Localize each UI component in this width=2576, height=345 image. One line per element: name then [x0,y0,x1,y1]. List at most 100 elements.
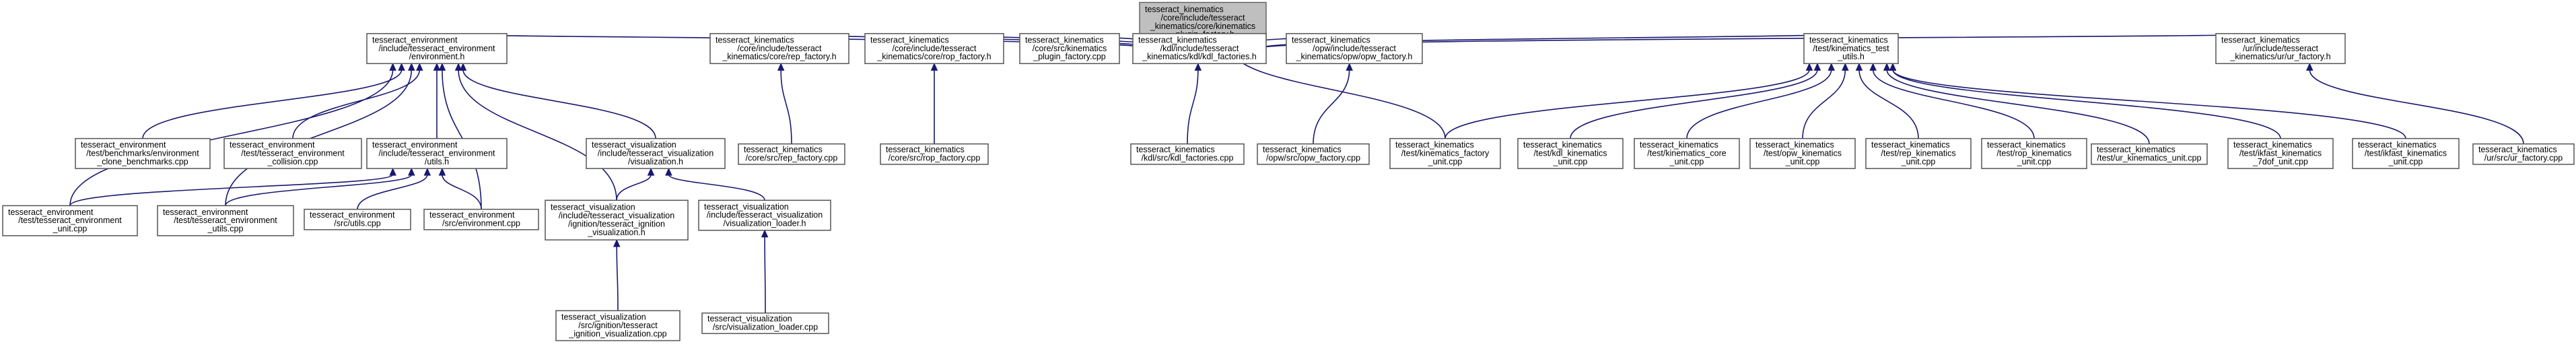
node-label-line: /ur/include/tesseract [2243,44,2318,53]
file-node[interactable]: tesseract_kinematics/core/include/tesser… [864,33,1004,65]
arrowhead [777,63,785,71]
file-node[interactable]: tesseract_kinematics/opw/include/tessera… [1286,33,1423,65]
node-label-line: /visualization.h [628,157,683,166]
file-node[interactable]: tesseract_environment/src/utils.cpp [304,208,411,230]
file-node[interactable]: tesseract_environment/include/tesseract_… [366,137,508,169]
node-box [1749,137,1856,169]
file-node[interactable]: tesseract_kinematics/test/kinematics_cor… [1634,137,1740,169]
node-label-line: /test/opw_kinematics [1764,149,1842,158]
file-node[interactable]: tesseract_kinematics/test/kdl_kinematics… [1517,137,1624,169]
file-node[interactable]: tesseract_kinematics/test/ur_kinematics_… [2091,143,2208,165]
arrowhead [665,167,672,176]
node-label-line: /test/benchmarks/environment [86,149,199,158]
node-label-line: /environment.h [409,52,465,61]
node-label-line: tesseract_kinematics [716,35,794,44]
node-label-line: _unit.cpp [1785,157,1820,166]
file-node[interactable]: tesseract_environment/test/tesseract_env… [223,137,362,169]
node-label-line: _unit.cpp [1428,157,1463,166]
node-label-line: /test/ikfast_kinematics [2239,149,2322,158]
file-node[interactable]: tesseract_kinematics/core/src/kinematics… [1019,33,1120,65]
node-label-line: /test/kinematics_factory [1401,149,1490,158]
node-label-line: _kinematics/ur/ur_factory.h [2229,52,2330,61]
file-node[interactable]: tesseract_visualization/src/ignition/tes… [555,310,681,342]
file-node[interactable]: tesseract_visualization/src/visualizatio… [701,312,829,334]
file-node[interactable]: tesseract_kinematics/test/rep_kinematics… [1865,137,1972,169]
dependency-edge [1802,69,1846,139]
file-node[interactable]: tesseract_kinematics/ur/src/ur_factory.c… [2472,143,2575,165]
file-node[interactable]: tesseract_kinematics/test/ikfast_kinemat… [2352,137,2460,169]
node-label-line: _visualization.h [587,228,646,237]
node-label-line: tesseract_kinematics [1523,140,1602,150]
dependency-edge [462,69,656,139]
dependency-edge [225,174,413,206]
file-node[interactable]: tesseract_visualization/include/tesserac… [698,199,831,231]
node-label-line: _unit.cpp [2388,157,2423,166]
arrowhead [1869,63,1877,71]
node-label-line: /ur/src/ur_factory.cpp [2484,154,2563,163]
node-box [1865,137,1972,169]
node-label-line: _kinematics/core/kinematics [1150,22,1255,31]
node-label-line: /utils.h [425,157,449,166]
dependency-edge [1892,69,2281,139]
node-label-line: tesseract_environment [372,35,458,44]
arrowhead [438,167,446,176]
file-node[interactable]: tesseract_kinematics/opw/src/opw_factory… [1257,143,1370,165]
node-label-line: tesseract_kinematics [1640,140,1718,150]
file-node[interactable]: tesseract_kinematics/test/kinematics_tes… [1803,33,1899,65]
dependency-edge [1892,69,2406,139]
file-node[interactable]: tesseract_kinematics/ur/include/tesserac… [2215,33,2346,65]
node-label-line: _kinematics/core/rep_factory.h [722,52,836,61]
dependency-edge [442,174,482,210]
node-box [1132,33,1267,65]
node-label-line: /include/tesseract_visualization [707,210,823,220]
node-label-line: tesseract_kinematics [1755,140,1834,150]
node-box [586,137,726,169]
dependency-edge [292,69,421,139]
file-node[interactable]: tesseract_kinematics/kdl/include/tessera… [1132,33,1267,65]
file-node[interactable]: tesseract_visualization/include/tesserac… [586,137,726,169]
node-box [1019,33,1120,65]
dependency-edge [1187,69,1199,144]
node-label-line: tesseract_kinematics [886,145,965,154]
dependency-edge [69,69,394,206]
node-label-line: /core/src/rep_factory.cpp [746,154,838,163]
node-label-line: _unit.cpp [1901,157,1936,166]
file-node[interactable]: tesseract_visualization/include/tesserac… [545,199,689,241]
node-label-line: /src/ignition/tesseract [578,321,658,330]
file-node[interactable]: tesseract_environment/src/environment.cp… [423,208,539,230]
file-node[interactable]: tesseract_kinematics/core/include/tesser… [709,33,849,65]
node-label-line: /core/include/tesseract [1160,13,1245,22]
file-node[interactable]: tesseract_kinematics/core/src/rep_factor… [738,143,845,165]
file-node[interactable]: tesseract_environment/test/tesseract_env… [157,205,294,237]
file-node[interactable]: tesseract_kinematics/test/rop_kinematics… [1981,137,2087,169]
node-label-line: /test/rep_kinematics [1881,149,1955,158]
node-label-line: tesseract_visualization [704,202,789,212]
node-label-line: _unit.cpp [1553,157,1588,166]
file-node[interactable]: tesseract_kinematics/test/kinematics_fac… [1389,137,1501,169]
file-node[interactable]: tesseract_kinematics/kdl/src/kdl_factori… [1130,143,1245,165]
node-label-line: /test/ur_kinematics_unit.cpp [2097,154,2202,163]
file-node[interactable]: tesseract_environment/include/tesseract_… [366,33,508,65]
node-label-line: tesseract_kinematics [1292,35,1370,44]
node-box [864,33,1004,65]
file-node[interactable]: tesseract_environment/test/tesseract_env… [2,205,138,237]
file-node[interactable]: tesseract_kinematics/test/ikfast_kinemat… [2227,137,2334,169]
node-box [75,137,211,169]
file-node[interactable]: tesseract_kinematics/core/src/rop_factor… [880,143,989,165]
arrowhead [1805,63,1813,71]
node-box [157,205,294,237]
node-label-line: /test/tesseract_environment [18,216,122,225]
dependency-edge [1570,69,1818,139]
node-box [366,33,508,65]
node-label-line: /src/environment.cpp [442,219,520,228]
node-label-line: _utils.cpp [207,224,244,234]
dependency-edge [1686,69,1832,139]
edges-layer [69,33,2524,313]
file-node[interactable]: tesseract_kinematics/test/opw_kinematics… [1749,137,1856,169]
node-box [1634,137,1740,169]
dependency-edge [616,174,652,201]
node-box [698,199,831,231]
file-node[interactable]: tesseract_environment/test/benchmarks/en… [75,137,211,169]
node-label-line: tesseract_kinematics [1809,35,1888,44]
node-label-line: /src/utils.cpp [334,219,381,228]
